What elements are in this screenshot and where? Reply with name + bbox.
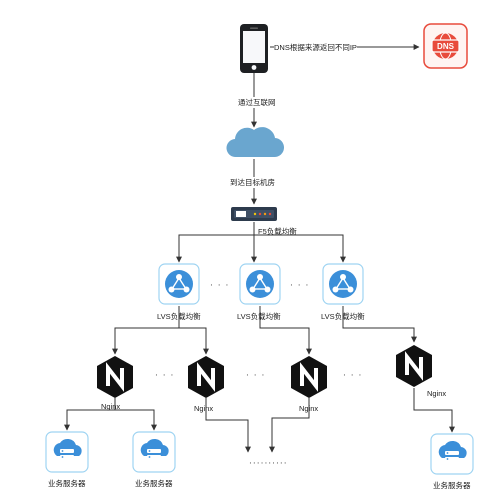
- server-label-3: 业务服务器: [433, 481, 471, 490]
- server-icon-2: [132, 431, 176, 473]
- edge-f5-lvs1: [176, 222, 255, 263]
- ellipsis-nginx-2: · · ·: [246, 371, 266, 381]
- nginx-label-2: Nginx: [194, 404, 214, 413]
- ellipsis-lvs-1: · · ·: [210, 281, 230, 291]
- phone-icon: [240, 24, 268, 73]
- dns-label: DNS: [437, 42, 455, 51]
- edge-lvs1-nginx1: [112, 306, 180, 355]
- ellipsis-bottom: ··········: [249, 459, 288, 469]
- lvs-label-2: LVS负载均衡: [237, 312, 281, 321]
- nginx-icon-2: [186, 354, 226, 400]
- server-icon-3: [430, 433, 474, 475]
- server-icon-1: [45, 431, 89, 473]
- edges: [64, 44, 455, 453]
- server-label-2: 业务服务器: [135, 479, 173, 488]
- nginx-icon-4: [394, 343, 434, 389]
- nginx-icon-3: [289, 354, 329, 400]
- edge-lvs3-nginx4: [342, 306, 417, 343]
- cloud-icon: [226, 127, 285, 158]
- nginx-label-1: Nginx: [101, 402, 121, 411]
- f5-icon: [231, 207, 277, 221]
- edge-f5-lvs3: [254, 234, 346, 263]
- lvs-label-3: LVS负载均衡: [321, 312, 365, 321]
- edge-label-internet: 通过互联网: [238, 97, 276, 108]
- lvs-icon-3: [322, 263, 364, 305]
- edge-nginx2-down: [205, 398, 251, 453]
- ellipsis-lvs-2: · · ·: [290, 281, 310, 291]
- edge-lvs2-nginx3: [259, 306, 312, 355]
- lvs-icon-2: [239, 263, 281, 305]
- ellipsis-nginx-1: · · ·: [155, 371, 175, 381]
- lvs-icon-1: [158, 263, 200, 305]
- nginx-icon-1: [95, 354, 135, 400]
- edge-label-dns: DNS根据来源返回不同IP: [274, 42, 357, 53]
- server-label-1: 业务服务器: [48, 479, 86, 488]
- nginx-label-4: Nginx: [427, 389, 447, 398]
- edge-nginx4-server3: [413, 388, 455, 433]
- edge-label-datacenter: 到达目标机房: [230, 177, 275, 188]
- edge-lvs1-nginx2: [179, 327, 209, 355]
- edge-nginx3-down: [269, 398, 310, 453]
- f5-label: F5负载均衡: [258, 227, 297, 236]
- edge-nginx1-server2: [115, 409, 157, 431]
- lvs-label-1: LVS负载均衡: [157, 312, 201, 321]
- nginx-label-3: Nginx: [299, 404, 319, 413]
- dns-icon: [423, 23, 468, 69]
- ellipsis-nginx-3: · · ·: [343, 371, 363, 381]
- edge-nginx1-server1: [64, 398, 116, 431]
